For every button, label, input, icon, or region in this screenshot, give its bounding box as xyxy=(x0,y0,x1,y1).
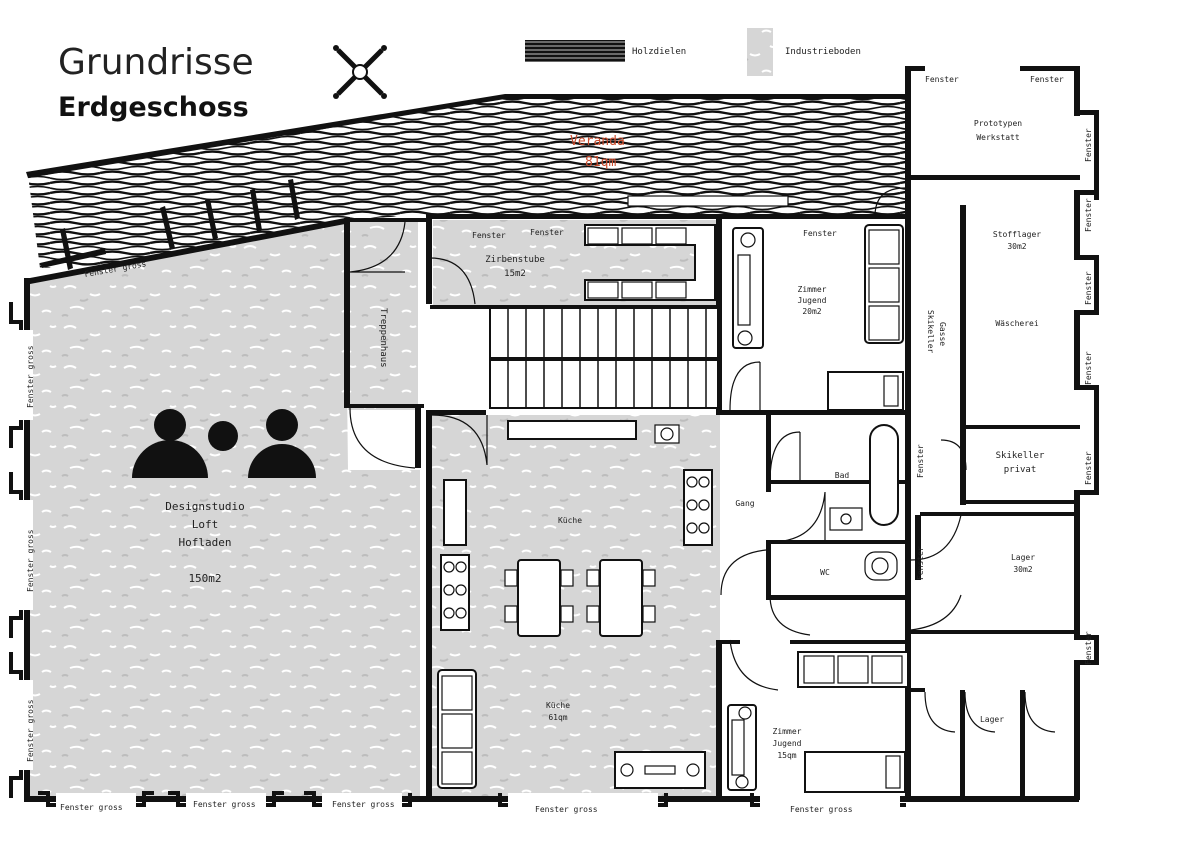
stairs xyxy=(489,307,719,409)
loft-area: 150m2 xyxy=(188,572,221,585)
lager-small-label: Lager xyxy=(980,715,1004,724)
window-large-label: Fenster gross xyxy=(790,805,853,814)
window-label: Fenster xyxy=(1084,631,1093,665)
loft-label-2: Loft xyxy=(192,518,219,531)
veranda-floor xyxy=(28,95,910,268)
window-large-label: Fenster gross xyxy=(26,345,35,408)
window-large-label: Fenster gross xyxy=(60,803,123,812)
page-title: Grundrisse xyxy=(58,42,254,83)
window-label: Fenster xyxy=(1084,128,1093,162)
skikeller-privat-label-2: privat xyxy=(1004,465,1037,475)
zirbenstube-label: Zirbenstube xyxy=(485,255,545,265)
legend-industrial-label: Industrieboden xyxy=(785,47,861,57)
window-gaps xyxy=(21,330,900,805)
lager-big-label: Lager xyxy=(1011,553,1035,562)
prototypen-label-1: Prototypen xyxy=(974,119,1022,128)
window-large-label: Fenster gross xyxy=(332,800,395,809)
window-sills xyxy=(9,302,906,807)
legend-wood-label: Holzdielen xyxy=(632,47,686,57)
page-subtitle: Erdgeschoss xyxy=(58,92,249,123)
kueche-bottom-area: 61qm xyxy=(548,713,567,722)
window-large-label: Fenster gross xyxy=(193,800,256,809)
window-label: Fenster xyxy=(916,546,925,580)
skikeller-privat-label-1: Skikeller xyxy=(996,451,1045,461)
kueche-floor xyxy=(430,415,720,798)
skikeller-gasse-label-2: Gasse xyxy=(938,322,947,346)
kueche-top-label: Küche xyxy=(558,516,582,525)
prototypen-label-2: Werkstatt xyxy=(976,133,1020,142)
people-icon xyxy=(132,409,316,478)
zirbenstube-area: 15m2 xyxy=(504,269,526,279)
window-label: Fenster xyxy=(1084,198,1093,232)
lager-big-area: 30m2 xyxy=(1013,565,1032,574)
kueche-bottom-label: Küche xyxy=(546,701,570,710)
bad-label: Bad xyxy=(835,471,850,480)
zimmer-bottom-label-2: Jugend xyxy=(773,739,802,748)
window-large-label: Fenster gross xyxy=(26,699,35,762)
stofflager-label: Stofflager xyxy=(993,230,1041,239)
legend-industrial-swatch xyxy=(747,28,773,76)
loft-label-1: Designstudio xyxy=(165,500,244,513)
zimmer-bottom-area: 15qm xyxy=(777,751,796,760)
legend: Holzdielen Industrieboden xyxy=(525,28,861,76)
wc-label: WC xyxy=(820,568,830,577)
window-label: Fenster xyxy=(1030,75,1064,84)
legend-wood-swatch xyxy=(525,40,625,62)
window-label: Fenster xyxy=(530,228,564,237)
window-label: Fenster xyxy=(1084,351,1093,385)
zimmer-top-area: 20m2 xyxy=(802,307,821,316)
window-label: Fenster xyxy=(472,231,506,240)
waescherei-label: Wäscherei xyxy=(995,319,1039,328)
zimmer-top-label-1: Zimmer xyxy=(798,285,827,294)
window-large-label: Fenster gross xyxy=(26,529,35,592)
gang-label: Gang xyxy=(735,499,754,508)
veranda-label: Veranda xyxy=(570,134,625,149)
floor-areas xyxy=(28,95,910,800)
window-label: Fenster xyxy=(1084,451,1093,485)
window-large-label: Fenster gross xyxy=(535,805,598,814)
window-label: Fenster xyxy=(1084,271,1093,305)
loft-label-3: Hofladen xyxy=(179,536,232,549)
veranda-area: 81qm xyxy=(585,155,616,170)
window-label: Fenster xyxy=(925,75,959,84)
room-labels: Veranda 81qm Designstudio Loft Hofladen … xyxy=(165,119,1045,760)
stofflager-area: 30m2 xyxy=(1007,242,1026,251)
treppenhaus-label: Treppenhaus xyxy=(378,308,388,368)
window-label: Fenster xyxy=(916,444,925,478)
zimmer-top-label-2: Jugend xyxy=(798,296,827,305)
treppenhaus-floor xyxy=(348,220,418,410)
zimmer-bottom-label-1: Zimmer xyxy=(773,727,802,736)
skikeller-gasse-label-1: Skikeller xyxy=(926,310,935,354)
loft-floor xyxy=(30,220,420,800)
compass-icon xyxy=(333,45,387,99)
furniture xyxy=(437,195,909,793)
window-label: Fenster xyxy=(803,229,837,238)
doors xyxy=(349,187,1056,733)
